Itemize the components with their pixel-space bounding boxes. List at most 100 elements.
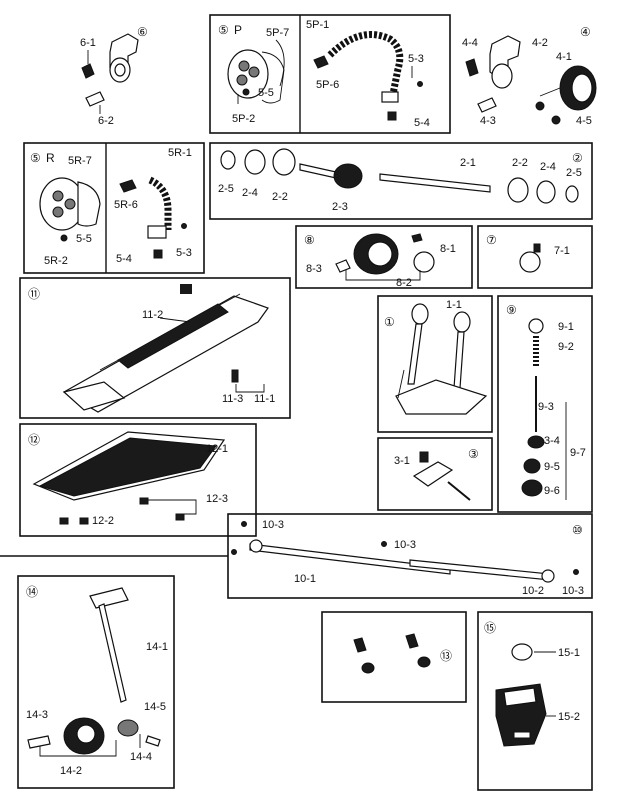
label-14-1: 14-1 (146, 641, 168, 653)
label-4-1: 4-1 (556, 51, 572, 63)
section-10: ⑩ 10-3 10-3 10-1 10-2 10-3 (227, 513, 593, 599)
label-5p-2: 5P-2 (232, 113, 255, 125)
label-9-6: 9-6 (544, 485, 560, 497)
spring-icon (521, 318, 545, 497)
label-14-2: 14-2 (60, 765, 82, 777)
section-15: ⑮ 15-1 15-2 (477, 611, 593, 791)
bolt-icon (175, 513, 185, 521)
section-5r: ⑤ R 5R-7 5R-1 5R-6 5-5 5R-2 5-4 5-3 (23, 142, 205, 274)
label-8-2: 8-2 (396, 277, 412, 289)
label-10-1: 10-1 (294, 573, 316, 585)
section-13-box (321, 611, 467, 703)
bolt-icon (419, 451, 429, 463)
label-5p-7: 5P-7 (266, 27, 289, 39)
label-15-2: 15-2 (558, 711, 580, 723)
label-4-2: 4-2 (532, 37, 548, 49)
section-10-box (227, 513, 593, 599)
section-5p-suffix: P (234, 23, 242, 37)
bolt-icon (405, 633, 419, 649)
chain-icon (327, 31, 404, 103)
clamp-icon (353, 233, 399, 275)
label-2-4-b: 2-4 (540, 161, 556, 173)
section-11: ⑪ 11-2 11-3 11-1 (19, 277, 291, 419)
label-3-1: 3-1 (394, 455, 410, 467)
label-5r-1: 5R-1 (168, 147, 192, 159)
section-13: ⑬ (321, 611, 467, 703)
bolt-icon (119, 179, 137, 193)
section-9: ⑨ 9-1 9-2 9-3 3-4 9-7 9-5 9-6 (497, 295, 593, 513)
label-10-3-a: 10-3 (262, 519, 284, 531)
label-5-3-r: 5-3 (176, 247, 192, 259)
label-2-3: 2-3 (332, 201, 348, 213)
beater-icon (539, 65, 597, 111)
label-3-4: 3-4 (544, 435, 560, 447)
label-5p-6: 5P-6 (316, 79, 339, 91)
label-14-5: 14-5 (144, 701, 166, 713)
label-2-5-b: 2-5 (566, 167, 582, 179)
label-12-3: 12-3 (206, 493, 228, 505)
section-8-number: ⑧ (304, 233, 315, 247)
label-5-5: 5-5 (258, 87, 274, 99)
label-14-4: 14-4 (130, 751, 152, 763)
section-10-number: ⑩ (572, 523, 583, 537)
footboard-plate-icon (62, 284, 269, 413)
section-13-number: ⑬ (440, 649, 452, 663)
label-10-3-c: 10-3 (562, 585, 584, 597)
section-5r-suffix: R (46, 151, 55, 165)
section-5r-number: ⑤ (30, 151, 41, 165)
label-9-2: 9-2 (558, 341, 574, 353)
label-1-1: 1-1 (446, 299, 462, 311)
bolt-icon (139, 497, 149, 505)
bolt-icon (477, 97, 497, 113)
bolt-icon (153, 249, 163, 259)
bolt-icon (313, 55, 329, 69)
section-15-number: ⑮ (484, 621, 496, 635)
bolt-icon (465, 58, 479, 77)
drum-key-icon (89, 587, 129, 703)
bolt-icon (387, 111, 397, 121)
label-4-3: 4-3 (480, 115, 496, 127)
cover-plate-icon (495, 683, 547, 747)
section-11-number: ⑪ (28, 287, 40, 301)
section-5r-box (23, 142, 205, 274)
section-3-number: ③ (468, 447, 479, 461)
section-5p-box (209, 14, 451, 134)
label-6-1: 6-1 (80, 37, 96, 49)
section-2-number: ② (572, 151, 583, 165)
label-5p-1: 5P-1 (306, 19, 329, 31)
label-8-3: 8-3 (306, 263, 322, 275)
label-14-3: 14-3 (26, 709, 48, 721)
label-11-1: 11-1 (254, 393, 275, 405)
label-2-5: 2-5 (218, 183, 234, 195)
section-7-number: ⑦ (486, 233, 497, 247)
label-11-2: 11-2 (142, 309, 163, 321)
label-5-4-r: 5-4 (116, 253, 132, 265)
label-5-3: 5-3 (408, 53, 424, 65)
label-7-1: 7-1 (554, 245, 570, 257)
clamp-icon (489, 35, 521, 89)
section-6: ⑥ 6-1 6-2 (80, 25, 148, 127)
section-5p: ⑤ P 5P-7 5P-1 5-5 5P-2 5P-6 5-3 5-4 (209, 14, 451, 134)
pedal-frame-icon (395, 303, 488, 415)
clamp-icon (109, 33, 139, 83)
label-2-1: 2-1 (460, 157, 476, 169)
label-9-7: 9-7 (570, 447, 586, 459)
label-5-4: 5-4 (414, 117, 430, 129)
section-2-box (209, 142, 593, 220)
section-14-box (17, 575, 175, 789)
label-10-2: 10-2 (522, 585, 544, 597)
section-12: ⑫ 12-1 12-3 12-2 (19, 423, 257, 537)
section-4-number: ④ (580, 25, 591, 39)
clamp-icon (63, 717, 105, 755)
bolt-icon (231, 369, 239, 383)
label-2-2: 2-2 (272, 191, 288, 203)
section-7-box (477, 225, 593, 289)
label-6-2: 6-2 (98, 115, 114, 127)
section-6-number: ⑥ (137, 25, 148, 39)
section-8: ⑧ 8-1 8-3 8-2 (295, 225, 473, 289)
label-5r-6: 5R-6 (114, 199, 138, 211)
section-7: ⑦ 7-1 (477, 225, 593, 289)
section-12-box (19, 423, 257, 537)
bolt-icon (59, 517, 69, 525)
